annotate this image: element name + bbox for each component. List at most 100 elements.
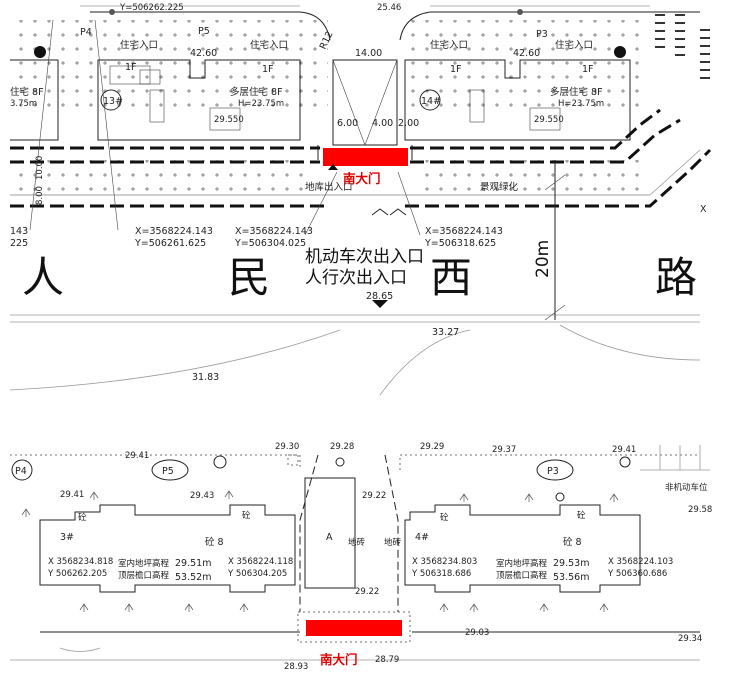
elev-29-41-b: 29.41 — [60, 490, 84, 500]
parking-p4-label: P4 — [80, 27, 92, 38]
bottom-p5-label: P5 — [162, 466, 174, 477]
floor-label-2: 1F — [262, 64, 274, 75]
landscape-label: 景观绿化 — [480, 181, 519, 193]
elev-29-58: 29.58 — [688, 505, 712, 515]
top-elev-label: 25.46 — [377, 3, 401, 13]
dim-right-label: 42.60 — [513, 48, 540, 59]
building-13-label: 13# — [103, 96, 123, 107]
concrete-label-1: 砼 — [78, 512, 87, 523]
dim-gate-c: 2.00 — [398, 118, 419, 129]
road-elev-label: 28.65 — [366, 291, 393, 302]
green-zone-right — [405, 20, 640, 115]
elev-29-43: 29.43 — [190, 491, 214, 501]
elev-29-28: 29.28 — [330, 442, 354, 452]
coord2-x: X=3568224.143 — [235, 226, 313, 237]
parking-p3-label: P3 — [536, 29, 548, 40]
road-char-1: 人 — [22, 253, 64, 302]
tile-label-2: 地砖 — [384, 537, 402, 548]
entrance-label-1: 住宅入口 — [120, 39, 158, 51]
parking-p5-label: P5 — [198, 26, 210, 37]
bottom-plan: P4 P5 P3 29.41 29.41 29.30 29.28 29.29 2… — [10, 442, 712, 672]
coord1-x: X=3568224.143 — [135, 226, 213, 237]
building-label-left: 多层住宅 8F — [230, 86, 283, 98]
elev-29-41-a: 29.41 — [125, 451, 149, 461]
floor-label-1: 1F — [125, 62, 137, 73]
south-gate-label-top: 南大门 — [343, 171, 381, 186]
elev-29-30: 29.30 — [275, 442, 299, 452]
eave-left-label: 顶层檐口高程 — [118, 570, 170, 581]
concrete-label-4: 砼 — [577, 510, 586, 521]
dim-left-label: 42.60 — [190, 48, 217, 59]
elev-29-37: 29.37 — [492, 445, 516, 455]
concrete8-left: 砼 8 — [205, 536, 224, 548]
coord-mid-y: Y 506304.205 — [227, 569, 287, 579]
south-gate-marker-bottom — [306, 620, 402, 636]
coord-mid-x: X 3568224.118 — [228, 557, 293, 567]
dim-gate-a: 6.00 — [337, 118, 358, 129]
eave-right-label: 顶层檐口高程 — [496, 570, 548, 581]
coord-left-x: X 3568234.818 — [48, 557, 113, 567]
coord-r1-x: X 3568234.803 — [412, 557, 477, 567]
coord-edge-left2: 225 — [10, 238, 28, 249]
elev-29-22-a: 29.22 — [362, 491, 386, 501]
pedestrian-entry-label: 人行次出入口 — [305, 268, 407, 288]
bottom-building-14-label: 4# — [415, 532, 429, 543]
top-plan: Y=506262.225 25.46 P4 P5 P3 住宅入口 住宅入口 住宅… — [9, 3, 712, 396]
building-height-right: H=23.75m — [558, 99, 604, 109]
building-label-right: 多层住宅 8F — [550, 86, 603, 98]
dim-gate-label: 14.00 — [355, 48, 382, 59]
coord-r2-y: Y 506360.686 — [607, 569, 667, 579]
coord2-y: Y=506304.025 — [234, 238, 306, 249]
bottom-p4-label: P4 — [15, 466, 27, 477]
coord-edge-left: 143 — [10, 226, 28, 237]
road-width-label: 20m — [533, 240, 553, 278]
elev-29-22-b: 29.22 — [355, 587, 379, 597]
garage-entry-label: 地库出入口 — [305, 181, 353, 193]
building-13-outline — [39, 504, 296, 593]
dim-10-label: 10.00 — [35, 156, 45, 180]
coord-edge-right: X — [700, 204, 707, 215]
nonmotor-parking-label: 非机动车位 — [665, 482, 708, 493]
small-label-left: 29.550 — [214, 115, 244, 125]
entrance-label-2: 住宅入口 — [250, 39, 288, 51]
building-14 — [404, 59, 631, 141]
coord-left-y: Y 506262.205 — [47, 569, 107, 579]
eave-right-value: 53.56m — [553, 572, 589, 583]
south-gate-marker-top — [323, 148, 408, 166]
building-a-label: A — [326, 532, 333, 543]
elev-29-29: 29.29 — [420, 442, 444, 452]
small-label-right: 29.550 — [534, 115, 564, 125]
elev-a-label: 33.27 — [432, 327, 459, 338]
elev-29-03: 29.03 — [465, 628, 489, 638]
top-coord-label: Y=506262.225 — [119, 3, 184, 13]
elev-29-41-c: 29.41 — [612, 445, 636, 455]
far-left-height-label: 3.75m — [10, 99, 37, 109]
road-char-3: 西 — [430, 253, 472, 302]
building-13 — [97, 59, 301, 141]
green-zone-left — [10, 20, 328, 115]
bottom-building-13-label: 3# — [60, 532, 74, 543]
coord3-x: X=3568224.143 — [425, 226, 503, 237]
vehicle-entry-label: 机动车次出入口 — [305, 247, 424, 267]
coord-r2-x: X 3568224.103 — [608, 557, 673, 567]
coord1-y: Y=506261.625 — [134, 238, 206, 249]
indoor-left-label: 室内地坪高程 — [118, 558, 170, 569]
coord-r1-y: Y 506318.686 — [411, 569, 471, 579]
elev-29-34: 29.34 — [678, 634, 702, 644]
concrete-label-3: 砼 — [440, 512, 449, 523]
floor-label-3: 1F — [450, 64, 462, 75]
building-a-outline — [304, 477, 356, 589]
bottom-p3-label: P3 — [547, 466, 559, 477]
eave-left-value: 53.52m — [175, 572, 211, 583]
indoor-right-value: 29.53m — [553, 558, 589, 569]
concrete-label-2: 砼 — [242, 510, 251, 521]
far-left-building-label: 住宅 8F — [10, 86, 44, 98]
building-14-label: 14# — [421, 96, 441, 107]
elev-28-93: 28.93 — [284, 662, 308, 672]
road-char-4: 路 — [655, 253, 697, 302]
coord3-y: Y=506318.625 — [424, 238, 496, 249]
dim-gate-b: 4.00 — [372, 118, 393, 129]
tile-label-1: 地砖 — [348, 537, 366, 548]
building-height-left: H=23.75m — [238, 99, 284, 109]
